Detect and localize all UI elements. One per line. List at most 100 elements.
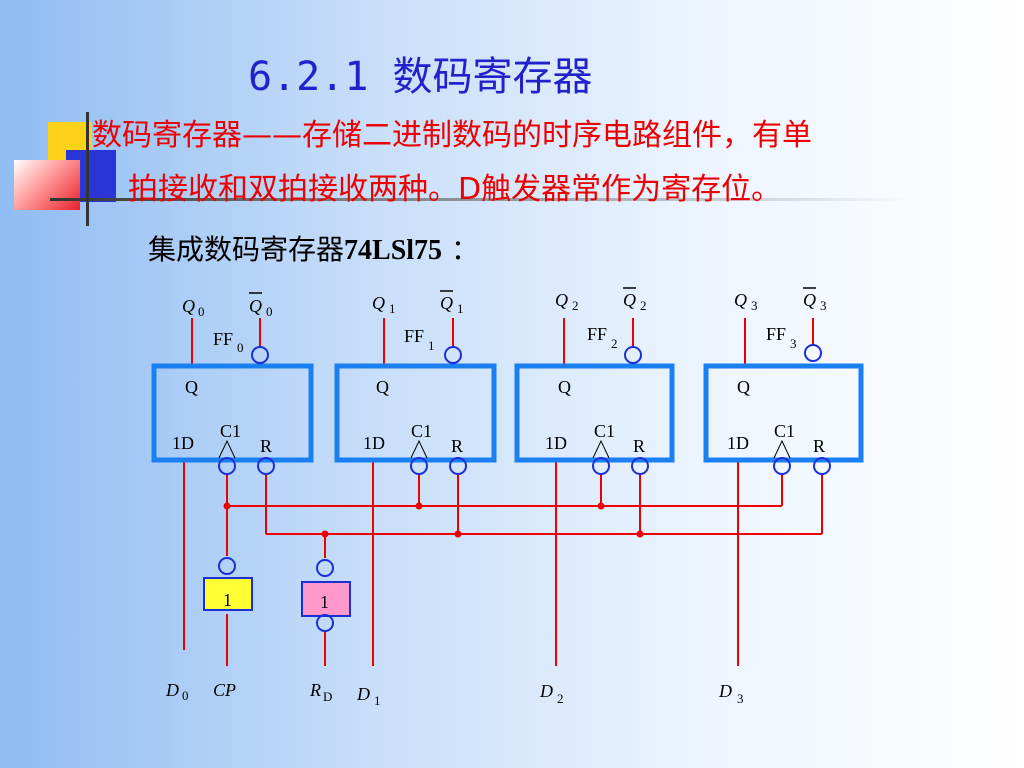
cp-inverter-gate: 1 — [203, 557, 253, 611]
input-d1-subscript: 1 — [374, 693, 381, 708]
ff-subscript: 2 — [611, 336, 618, 351]
q-pin-label: Q — [376, 377, 389, 397]
gate-body — [301, 581, 351, 617]
inverted-output-pin — [251, 346, 269, 364]
ff-label: FF — [404, 326, 424, 346]
q-output-label: Q — [734, 290, 747, 310]
reset-inverter-pin — [257, 457, 275, 475]
clock-edge-symbol — [592, 439, 610, 459]
q-output-label: Q — [372, 293, 385, 313]
gate-body — [203, 577, 253, 611]
junction-dot — [415, 502, 423, 510]
junction-dot — [454, 530, 462, 538]
inverted-output-pin — [444, 346, 462, 364]
flipflop-0: Q 0 Q 0 FF 0 Q 1D C1 R — [151, 292, 314, 475]
input-d2-subscript: 2 — [557, 691, 564, 706]
flipflop-1: Q 1 Q 1 FF 1 Q 1D C1 R — [334, 290, 497, 475]
q-pin-label: Q — [185, 377, 198, 397]
qbar-output-subscript: 0 — [266, 304, 273, 319]
clock-inverter-pin — [773, 457, 791, 475]
q-output-subscript: 3 — [751, 298, 758, 313]
junction-dot — [223, 502, 231, 510]
flipflop-3: Q 3 Q 3 FF 3 Q 1D C1 R — [703, 287, 864, 475]
d-pin-label: 1D — [363, 433, 385, 453]
qbar-output-label: Q — [249, 296, 262, 316]
input-d0-label: D — [165, 680, 179, 700]
qbar-output-subscript: 1 — [457, 301, 464, 316]
description-line-2: 拍接收和双拍接收两种。D触发器常作为寄存位。 — [128, 172, 782, 207]
clock-pin-label: C1 — [220, 421, 241, 441]
subtitle: 集成数码寄存器74LSl75 ： — [148, 228, 479, 268]
clock-edge-symbol — [218, 439, 236, 459]
qbar-output-label: Q — [803, 290, 816, 310]
subtitle-chip-name: 74LSl75 — [344, 235, 443, 266]
gate-label: 1 — [223, 590, 232, 610]
ff-label: FF — [587, 324, 607, 344]
clock-inverter-pin — [410, 457, 428, 475]
qbar-output-label: Q — [623, 290, 636, 310]
ff-label: FF — [213, 329, 233, 349]
qbar-output-subscript: 3 — [820, 298, 827, 313]
junction-dots — [223, 502, 644, 538]
d-pin-label: 1D — [172, 433, 194, 453]
qbar-output-label: Q — [440, 293, 453, 313]
clock-edge-symbol — [410, 439, 428, 459]
reset-pin-label: R — [813, 436, 825, 456]
clock-edge-symbol — [773, 439, 791, 459]
flipflop-box — [334, 363, 497, 463]
gate-label: 1 — [320, 592, 329, 612]
clock-pin-label: C1 — [774, 421, 795, 441]
slide-title: 6.2.1 数码寄存器 — [248, 54, 593, 100]
clock-pin-label: C1 — [411, 421, 432, 441]
input-rd-label: R — [309, 680, 321, 700]
reset-inverter-pin — [631, 457, 649, 475]
wires — [183, 318, 823, 666]
junction-dot — [597, 502, 605, 510]
clock-pin-label: C1 — [594, 421, 615, 441]
q-output-subscript: 1 — [389, 301, 396, 316]
rd-inverter-gate: 1 — [301, 559, 351, 632]
decor-red-square — [14, 160, 80, 210]
subtitle-suffix: ： — [442, 233, 479, 266]
input-d0-subscript: 0 — [182, 688, 189, 703]
d-pin-label: 1D — [545, 433, 567, 453]
decor-horizontal-line — [50, 198, 910, 201]
gate-inverter-bubble — [316, 559, 334, 577]
gate-output-bubble — [316, 614, 334, 632]
q-output-subscript: 2 — [572, 298, 579, 313]
q-output-label: Q — [555, 290, 568, 310]
junction-dot — [636, 530, 644, 538]
subtitle-prefix: 集成数码寄存器 — [148, 233, 345, 266]
input-labels: D 0 CP R D D 1 D 2 D 3 — [165, 680, 744, 708]
reset-pin-label: R — [633, 436, 645, 456]
qbar-output-subscript: 2 — [640, 298, 647, 313]
junction-dot — [321, 530, 329, 538]
inverted-output-pin — [804, 344, 822, 362]
input-d1-label: D — [356, 684, 370, 704]
input-d2-label: D — [539, 681, 553, 701]
description-line-1: 数码寄存器——存储二进制数码的时序电路组件，有单 — [92, 118, 812, 153]
flipflop-box — [703, 363, 864, 463]
gate-inverter-bubble — [218, 557, 236, 575]
reset-pin-label: R — [451, 436, 463, 456]
ff-subscript: 1 — [428, 338, 435, 353]
reset-inverter-pin — [449, 457, 467, 475]
q-output-label: Q — [182, 296, 195, 316]
input-rd-subscript: D — [323, 689, 332, 704]
input-d3-label: D — [718, 681, 732, 701]
decor-vertical-line — [86, 112, 89, 226]
inverted-output-pin — [624, 346, 642, 364]
q-output-subscript: 0 — [198, 304, 205, 319]
input-d3-subscript: 3 — [737, 691, 744, 706]
input-cp-label: CP — [213, 680, 236, 700]
reset-inverter-pin — [813, 457, 831, 475]
reset-pin-label: R — [260, 436, 272, 456]
clock-inverter-pin — [218, 457, 236, 475]
ff-label: FF — [766, 324, 786, 344]
d-pin-label: 1D — [727, 433, 749, 453]
clock-inverter-pin — [592, 457, 610, 475]
ff-subscript: 0 — [237, 340, 244, 355]
q-pin-label: Q — [558, 377, 571, 397]
q-pin-label: Q — [737, 377, 750, 397]
